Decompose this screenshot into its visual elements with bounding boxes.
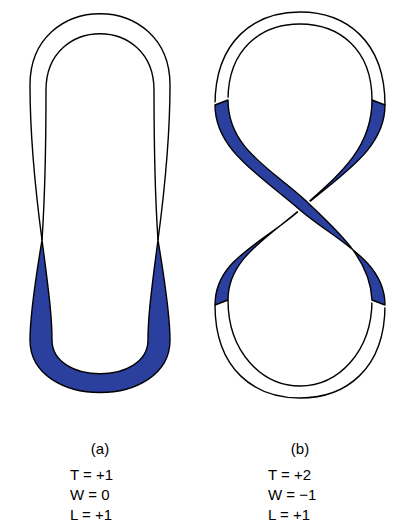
ribbon-edge [30,14,170,240]
linking-value: L = +1 [268,506,310,524]
ribbon-back-side [30,240,170,393]
ribbon-edge [215,305,385,398]
panel-label: (a) [91,440,109,458]
linking-value: L = +1 [70,506,112,524]
ribbon-back-side [215,100,385,305]
ribbon-edge [228,24,372,100]
writhe-value: W = 0 [70,486,110,504]
ribbon-back-side [215,100,385,305]
ribbon-edge [215,12,385,105]
twist-value: T = +1 [70,466,113,484]
writhe-value: W = −1 [268,486,316,504]
panel-label: (b) [291,440,309,458]
ribbon-gap [215,100,385,305]
ribbon-edge [42,34,158,240]
twist-value: T = +2 [268,466,311,484]
ribbon-edge [228,300,372,386]
